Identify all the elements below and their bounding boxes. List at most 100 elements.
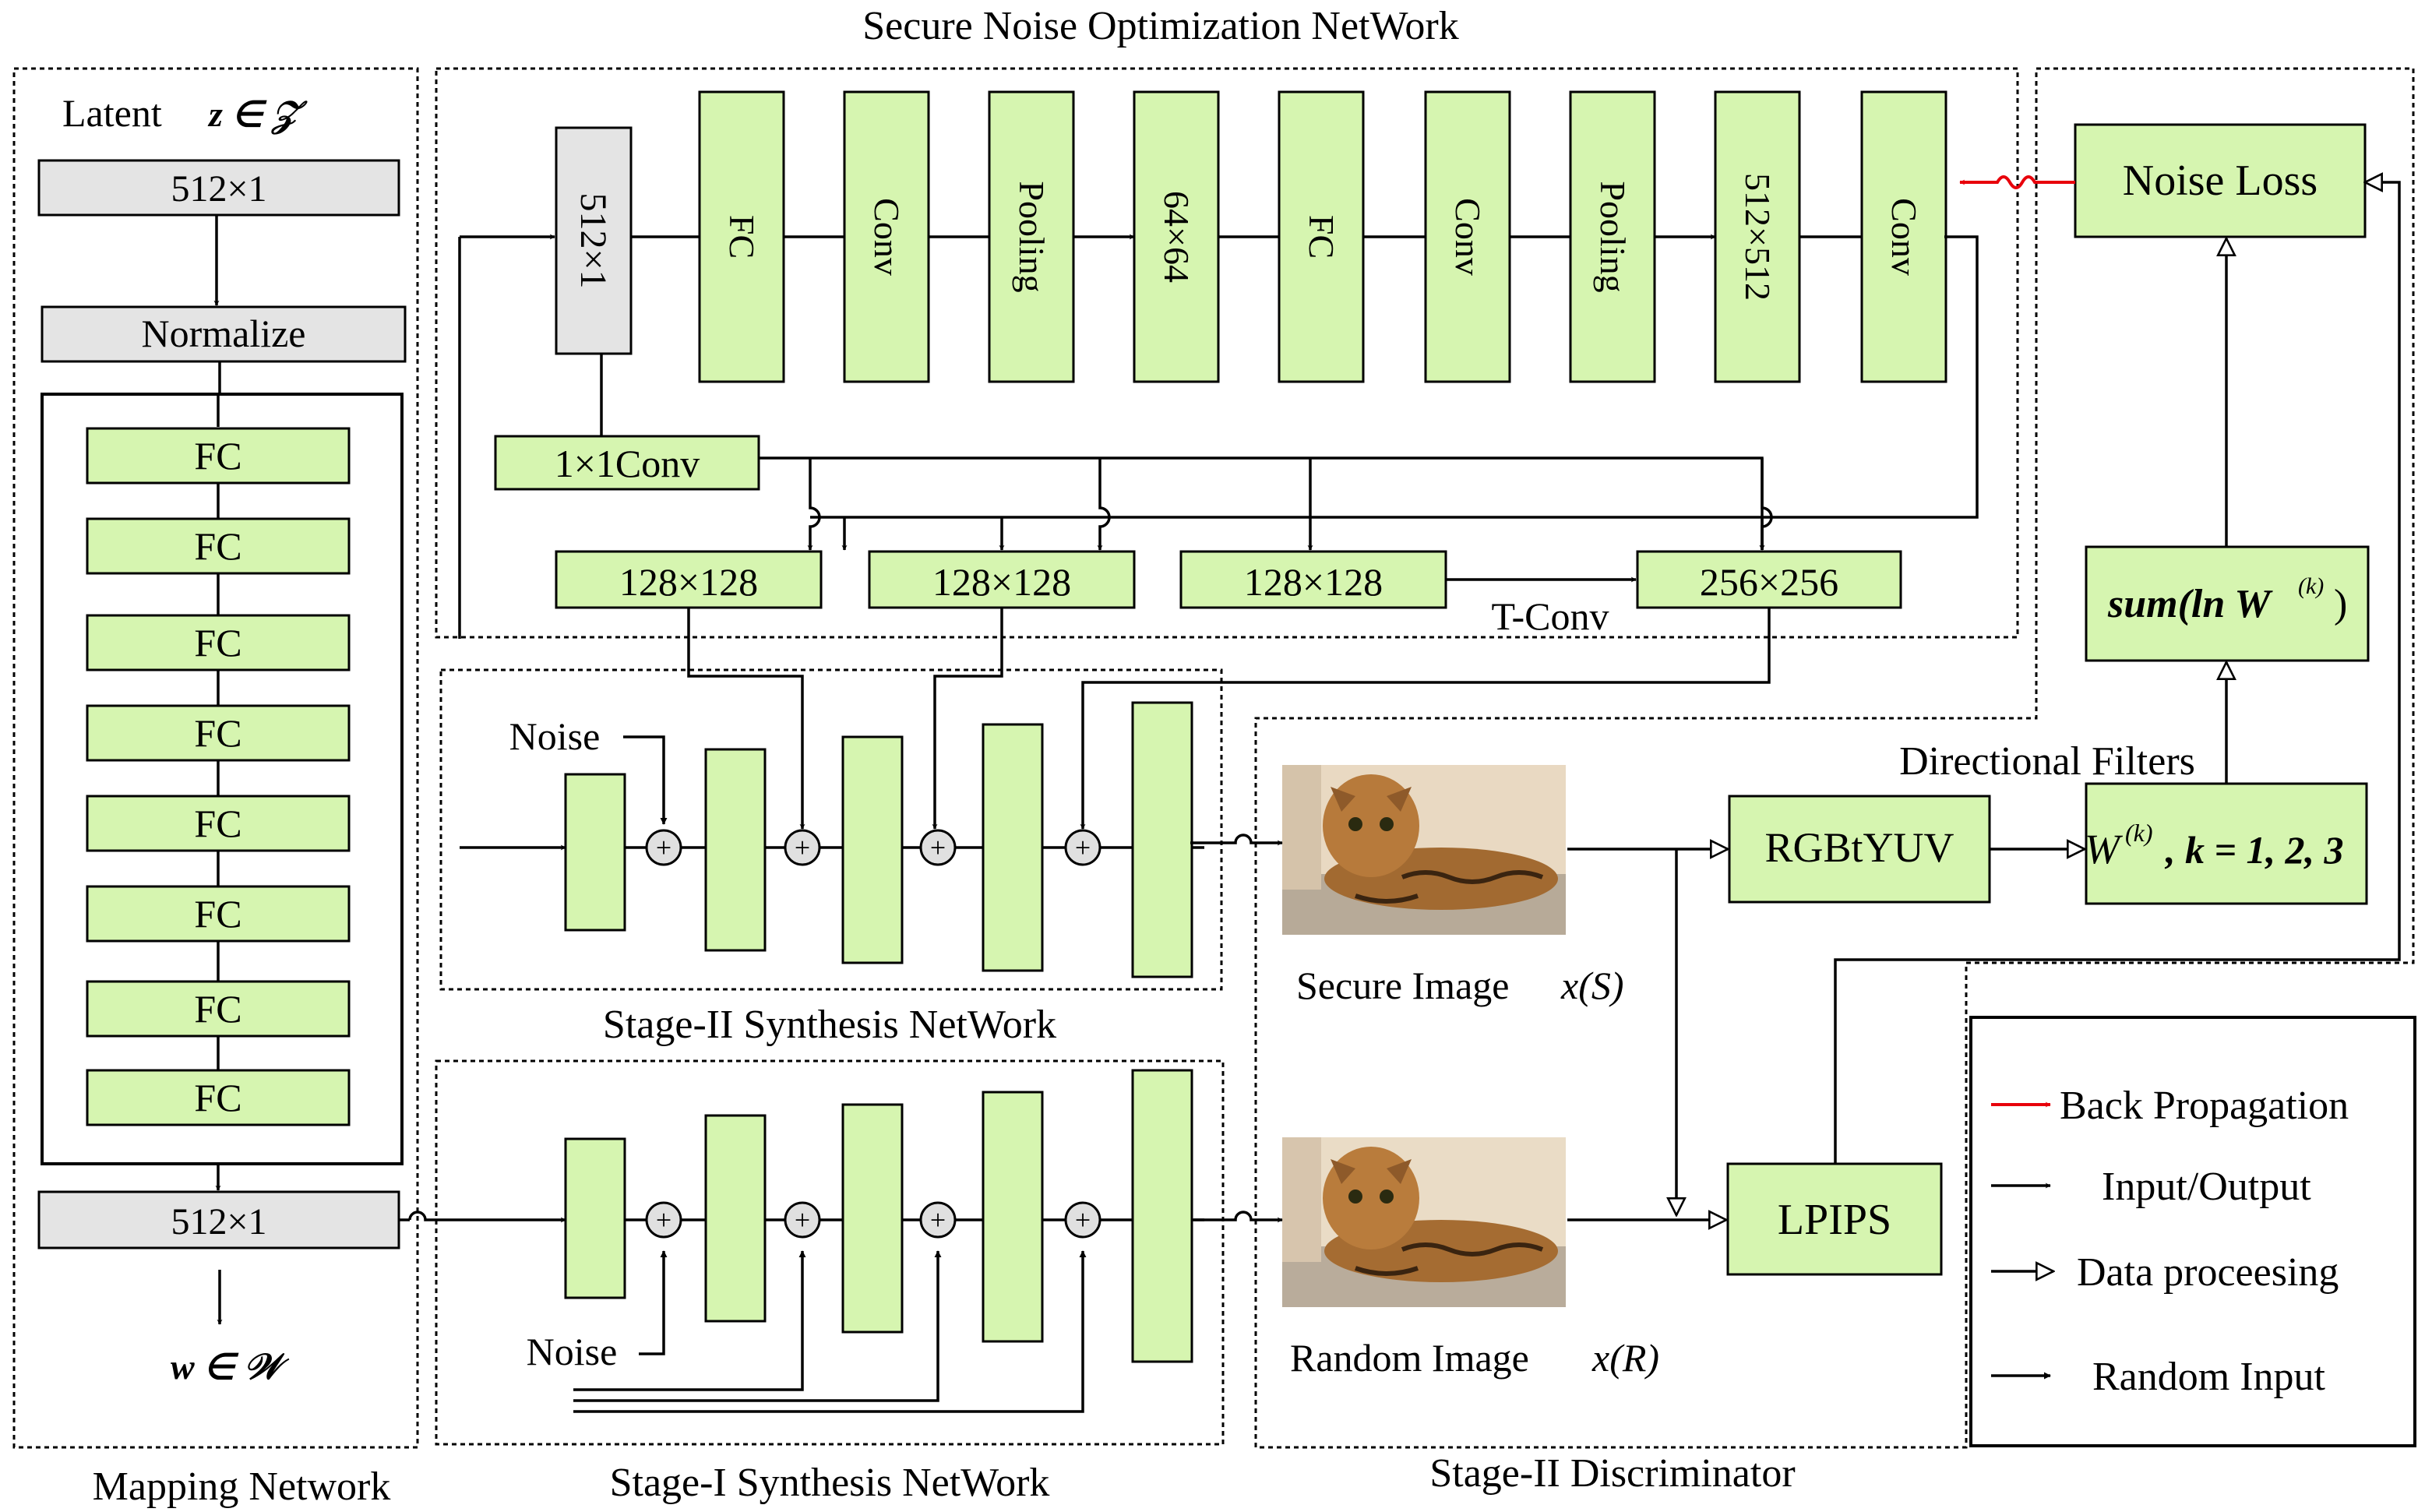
- latent-input-box: [37, 159, 400, 217]
- normalize-box: [41, 305, 407, 363]
- noise-loss-text: Noise Loss: [2123, 157, 2317, 205]
- discriminator-frame: [1254, 67, 2415, 1449]
- discriminator-label: Stage-II Discriminator: [1429, 1451, 1795, 1496]
- stage1-block-1: [564, 1137, 626, 1299]
- legend-random-label: Random Input: [2092, 1355, 2326, 1399]
- secure-image-caption: Secure Image x(S): [1296, 964, 1624, 1007]
- stage1-noise-label: Noise: [527, 1330, 618, 1373]
- conv1x1-text: 1×1Conv: [555, 442, 700, 485]
- stage1-synthesis-frame: [435, 1059, 1225, 1446]
- fc-layer-6-text: FC: [194, 892, 241, 936]
- secure-layer-6-text: Conv: [1448, 198, 1488, 276]
- latent-input-text: 512×1: [171, 168, 266, 210]
- directional-filters-text: W (k) , k = 1, 2, 3: [2085, 819, 2344, 872]
- secure-layer-5-text: FC: [1302, 215, 1341, 259]
- stage1-block-3: [841, 1103, 904, 1334]
- svg-text:z ∈ 𝒵: z ∈ 𝒵: [207, 94, 308, 135]
- stage2-block-1: [564, 773, 626, 932]
- fc-layer-1: [86, 427, 351, 485]
- svg-text:Latent: Latent: [62, 91, 162, 135]
- conv1x1-box: [494, 435, 760, 491]
- secure-layer-7: [1569, 90, 1656, 383]
- normalize-text: Normalize: [141, 312, 305, 355]
- stage2-adder-4-symbol: +: [1075, 832, 1091, 863]
- fc-layer-5: [86, 795, 351, 852]
- legend-backprop-label: Back Propagation: [2060, 1084, 2349, 1128]
- stage2-adder-3-symbol: +: [930, 832, 946, 863]
- random-image-caption: Random Image x(R): [1290, 1336, 1659, 1380]
- legend-data-label: Data proceesing: [2077, 1250, 2339, 1295]
- svg-text:): ): [2334, 582, 2347, 626]
- secure-layer-8: [1714, 90, 1801, 383]
- stage1-block-5: [1131, 1069, 1193, 1363]
- legend-frame: [1969, 1016, 2416, 1447]
- secure-layer-1: [698, 90, 785, 383]
- sum-log-text: sum(ln W (k) ): [2107, 573, 2347, 626]
- svg-text:(k): (k): [2298, 573, 2324, 599]
- fc-stack-frame: [41, 393, 404, 1165]
- svg-text:, k = 1, 2, 3: , k = 1, 2, 3: [2164, 828, 2344, 872]
- w-latent-label: w ∈ 𝒲: [171, 1347, 290, 1387]
- stage1-adder-2-symbol: +: [795, 1204, 810, 1235]
- rgbtyuv-box: [1728, 795, 1991, 904]
- secure-layer-2-text: Conv: [867, 198, 907, 276]
- stage2-block-5: [1131, 701, 1193, 978]
- directional-filters-box: [2085, 782, 2368, 905]
- secure-output-128-a: [555, 550, 823, 609]
- mapping-network-label: Mapping Network: [93, 1464, 391, 1509]
- secure-input-text: 512×1: [573, 192, 614, 288]
- secure-layer-6: [1424, 90, 1511, 383]
- secure-input-box: [555, 126, 633, 355]
- stage1-block-2: [704, 1114, 767, 1323]
- secure-output-128-b: [868, 550, 1136, 609]
- svg-text:x(S): x(S): [1560, 964, 1624, 1007]
- fc-layer-1-text: FC: [194, 434, 241, 478]
- stage2-synthesis-label: Stage-II Synthesis NetWork: [603, 1003, 1056, 1047]
- stage2-blocks: + + + +: [564, 701, 1204, 978]
- fc-layer-7-text: FC: [194, 987, 241, 1031]
- stage2-adder-1-symbol: +: [656, 832, 671, 863]
- secure-image: [1282, 765, 1566, 935]
- secure-output-256: [1636, 550, 1902, 609]
- svg-text:sum(ln W: sum(ln W: [2107, 582, 2273, 626]
- secure-layer-9: [1860, 90, 1947, 383]
- stage2-adder-2-symbol: +: [795, 832, 810, 863]
- svg-text:x(R): x(R): [1591, 1336, 1659, 1380]
- secure-layer-7-text: Pooling: [1593, 181, 1633, 292]
- svg-text:Random Image: Random Image: [1290, 1336, 1529, 1380]
- stage2-block-4: [982, 723, 1044, 972]
- fc-layer-3: [86, 614, 351, 671]
- secure-layer-3-text: Pooling: [1012, 181, 1052, 292]
- stage2-block-2: [704, 748, 767, 952]
- fc-layer-5-text: FC: [194, 802, 241, 845]
- stage2-synthesis-frame: [439, 668, 1223, 991]
- mapping-output-text: 512×1: [171, 1201, 266, 1242]
- secure-noise-frame: [435, 67, 2019, 639]
- secure-layer-4-text: 64×64: [1157, 191, 1197, 283]
- secure-layer-3: [988, 90, 1075, 383]
- fc-layer-2-text: FC: [194, 524, 241, 568]
- secure-layer-5: [1278, 90, 1365, 383]
- stage2-block-3: [841, 735, 904, 964]
- svg-text:(k): (k): [2125, 819, 2153, 847]
- mapping-output-box: [37, 1190, 400, 1249]
- stage1-adder-4-symbol: +: [1075, 1204, 1091, 1235]
- stage1-block-4: [982, 1091, 1044, 1343]
- svg-text:Secure Image: Secure Image: [1296, 964, 1509, 1007]
- rgbtyuv-text: RGBtYUV: [1764, 824, 1954, 871]
- random-image: [1282, 1137, 1566, 1307]
- fc-layer-8-text: FC: [194, 1076, 241, 1119]
- secure-output-128-c-text: 128×128: [1244, 560, 1383, 604]
- svg-text:W: W: [2085, 826, 2124, 872]
- secure-layer-2: [843, 90, 930, 383]
- secure-layer-1-text: FC: [722, 215, 762, 259]
- backprop-arrow: [1959, 175, 2075, 189]
- secure-layer-8-text: 512×512: [1738, 173, 1778, 301]
- tconv-label: T-Conv: [1492, 594, 1609, 638]
- stage1-synthesis-label: Stage-I Synthesis NetWork: [610, 1461, 1050, 1505]
- stage2-noise-label: Noise: [509, 714, 601, 758]
- directional-filters-label: Directional Filters: [1899, 739, 2195, 784]
- fc-layer-3-text: FC: [194, 621, 241, 664]
